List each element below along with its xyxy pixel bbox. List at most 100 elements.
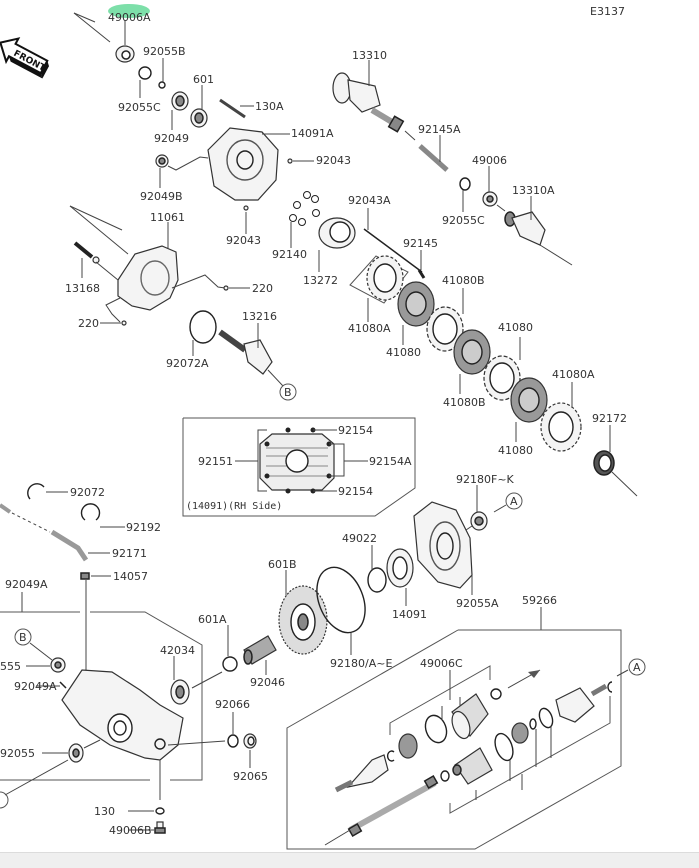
- part-92145[interactable]: [417, 269, 426, 279]
- part-label[interactable]: 92055: [0, 747, 35, 760]
- part-92055A[interactable]: [308, 560, 374, 640]
- part-drive-shaft[interactable]: [324, 775, 439, 846]
- part-13216[interactable]: [218, 329, 284, 387]
- part-inner-cv-joint[interactable]: [555, 683, 608, 723]
- part-41080-2[interactable]: [453, 329, 491, 375]
- part-42034[interactable]: [243, 635, 277, 665]
- part-label[interactable]: 14091: [392, 608, 427, 621]
- part-601B[interactable]: [386, 548, 414, 588]
- part-label[interactable]: 14057: [113, 570, 148, 583]
- part-circlip[interactable]: [386, 750, 395, 762]
- part-label[interactable]: 49006: [472, 154, 507, 167]
- part-label[interactable]: 49006B: [109, 824, 152, 837]
- part-label[interactable]: 41080: [498, 321, 533, 334]
- part-92180A-E[interactable]: [222, 656, 238, 672]
- part-label[interactable]: 92172: [592, 412, 627, 425]
- part-label[interactable]: 601: [193, 73, 214, 86]
- part-601[interactable]: [190, 108, 208, 128]
- part-label[interactable]: 13216: [242, 310, 277, 323]
- part-41080-3[interactable]: [510, 377, 548, 423]
- part-92072[interactable]: [80, 503, 101, 521]
- part-92065[interactable]: [155, 807, 165, 815]
- part-11061[interactable]: [117, 245, 179, 311]
- part-92049A-right[interactable]: [470, 511, 488, 531]
- part-92049A-left[interactable]: [68, 743, 84, 763]
- part-label[interactable]: 130: [94, 805, 115, 818]
- part-label[interactable]: 92055B: [143, 45, 186, 58]
- part-label[interactable]: 92065: [233, 770, 268, 783]
- part-boot-band[interactable]: [422, 712, 450, 745]
- part-inner-circlip[interactable]: [529, 718, 537, 730]
- part-220-left[interactable]: [121, 320, 127, 326]
- part-49006A[interactable]: [115, 45, 135, 63]
- part-label[interactable]: 92180/A~E: [330, 657, 392, 670]
- part-41080B-1[interactable]: [426, 306, 464, 352]
- part-label[interactable]: 92043: [226, 234, 261, 247]
- part-label[interactable]: 601A: [198, 613, 227, 626]
- part-92049[interactable]: [171, 91, 189, 111]
- part-14091A[interactable]: [207, 127, 279, 201]
- part-label[interactable]: 41080B: [442, 274, 485, 287]
- part-label[interactable]: 92145A: [418, 123, 461, 136]
- part-label[interactable]: 49006C: [420, 657, 463, 670]
- part-inner-band[interactable]: [537, 707, 555, 730]
- part-49022[interactable]: [278, 585, 328, 655]
- part-92172[interactable]: [593, 450, 615, 476]
- part-92072A[interactable]: [27, 483, 45, 500]
- part-92066[interactable]: [243, 733, 257, 749]
- part-13272[interactable]: [318, 217, 356, 249]
- part-label[interactable]: 13310A: [512, 184, 555, 197]
- part-13310A[interactable]: [504, 211, 573, 266]
- part-small-band[interactable]: [490, 688, 502, 700]
- part-13310[interactable]: [332, 72, 405, 133]
- part-220[interactable]: [223, 285, 229, 291]
- part-label[interactable]: 92049A: [14, 680, 57, 693]
- part-label[interactable]: 92043: [316, 154, 351, 167]
- part-label[interactable]: 220: [252, 282, 273, 295]
- part-92171[interactable]: [80, 572, 90, 580]
- part-label[interactable]: 92043A: [348, 194, 391, 207]
- part-14091[interactable]: [413, 501, 473, 589]
- inset-label[interactable]: 92151: [198, 455, 233, 468]
- part-end-clip[interactable]: [607, 681, 613, 693]
- part-label[interactable]: 11061: [150, 211, 185, 224]
- part-label[interactable]: 92049B: [140, 190, 183, 203]
- part-92145A[interactable]: [418, 144, 449, 172]
- part-130A[interactable]: [219, 98, 246, 119]
- part-label[interactable]: 555: [0, 660, 21, 673]
- part-92043A[interactable]: [363, 228, 423, 273]
- part-label[interactable]: 220: [78, 317, 99, 330]
- part-label[interactable]: 92049: [154, 132, 189, 145]
- part-label[interactable]: 92046: [250, 676, 285, 689]
- part-outer-cv-joint[interactable]: [334, 754, 389, 793]
- part-label[interactable]: 49006A: [108, 11, 151, 24]
- part-601A[interactable]: [170, 679, 190, 705]
- part-label[interactable]: 42034: [160, 644, 195, 657]
- part-label[interactable]: 92055A: [456, 597, 499, 610]
- part-lower-boot-band[interactable]: [492, 731, 517, 763]
- part-92055B[interactable]: [158, 81, 166, 89]
- part-inner-boot[interactable]: [452, 747, 493, 785]
- part-label[interactable]: 59266: [522, 594, 557, 607]
- part-92140[interactable]: [289, 191, 320, 226]
- part-92043[interactable]: [287, 158, 293, 164]
- part-92180F-K[interactable]: [367, 567, 387, 593]
- part-label[interactable]: 92192: [126, 521, 161, 534]
- part-41080A[interactable]: [366, 255, 404, 301]
- part-label[interactable]: 92145: [403, 237, 438, 250]
- part-label[interactable]: 92072A: [166, 357, 209, 370]
- part-label[interactable]: 14091A: [291, 127, 334, 140]
- part-13168[interactable]: [73, 241, 100, 264]
- part-label[interactable]: 92055C: [442, 214, 485, 227]
- part-92180L-Q[interactable]: [189, 310, 217, 344]
- part-49006[interactable]: [482, 191, 498, 207]
- part-label[interactable]: 41080: [498, 444, 533, 457]
- part-cv-cage[interactable]: [398, 733, 418, 759]
- part-41080-1[interactable]: [397, 281, 435, 327]
- part-label[interactable]: 13272: [303, 274, 338, 287]
- part-label[interactable]: 41080A: [348, 322, 391, 335]
- part-label[interactable]: 92055C: [118, 101, 161, 114]
- inset-label[interactable]: 92154: [338, 485, 373, 498]
- part-label[interactable]: 41080: [386, 346, 421, 359]
- part-92043-b[interactable]: [243, 205, 249, 211]
